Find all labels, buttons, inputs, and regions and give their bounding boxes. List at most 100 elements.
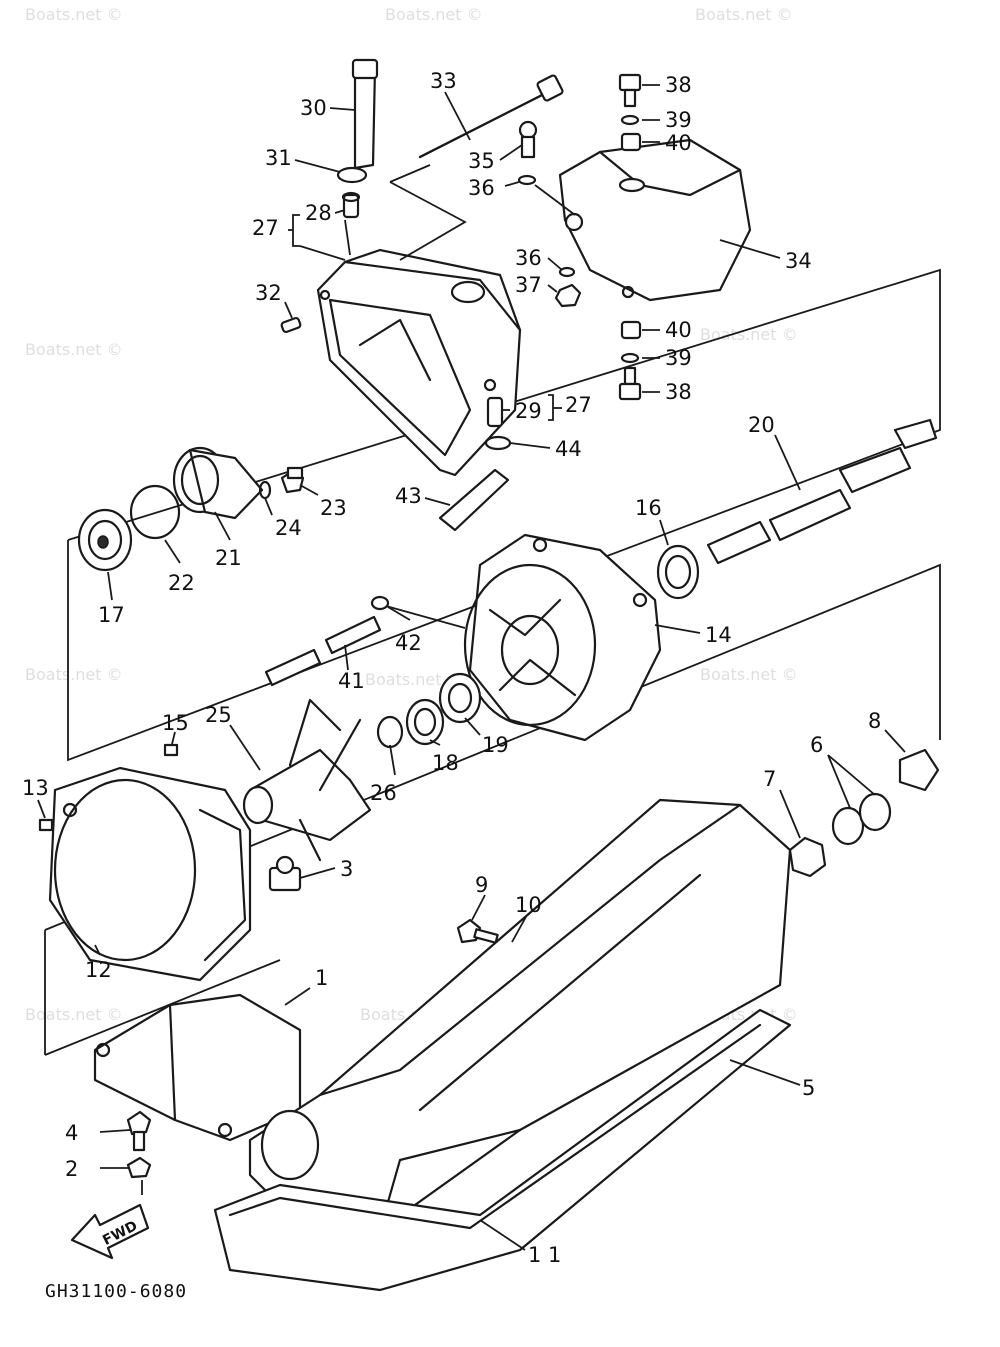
forward-arrow-icon: FWD [70, 1203, 150, 1260]
callout-37: 37 [515, 273, 542, 297]
watermark: Boats.net © [700, 665, 798, 684]
callout-30: 30 [300, 96, 327, 120]
watermark: Boats.net © [700, 325, 798, 344]
callout-3: 3 [340, 857, 353, 881]
callout-19: 19 [482, 733, 509, 757]
callout-40: 40 [665, 131, 692, 155]
watermark: Boats.net © [25, 340, 123, 359]
part-4-bolt [126, 1110, 152, 1152]
callout-23: 23 [320, 496, 347, 520]
part-39-washer-bottom [620, 352, 640, 364]
part-44-clamp [484, 435, 512, 451]
part-28-fitting [341, 191, 361, 219]
callout-labels: 30 31 28 27 33 32 35 36 36 37 38 39 40 3… [22, 69, 881, 1267]
callout-27: 27 [252, 216, 279, 240]
part-13-pin [38, 818, 54, 832]
callout-42: 42 [395, 631, 422, 655]
part-15-pin [163, 743, 179, 757]
part-20-shaft [706, 418, 938, 565]
callout-8: 8 [868, 709, 881, 733]
callout-18: 18 [432, 751, 459, 775]
part-7-coupler [788, 836, 827, 878]
drawing-code: GH31100-6080 [45, 1281, 187, 1302]
part-25-impeller [242, 698, 372, 862]
part-19-bearing [438, 672, 482, 724]
leader-lines [37, 84, 906, 1251]
part-34-cover [558, 138, 752, 302]
part-40-bushing-bottom [620, 320, 642, 340]
callout-40: 40 [665, 318, 692, 342]
part-42-clamp [370, 595, 390, 611]
callout-25: 25 [205, 703, 232, 727]
part-37-nut [554, 283, 582, 308]
part-23-bolt [280, 466, 305, 494]
part-29-fitting [486, 396, 504, 428]
part-27-nozzle-duct [316, 248, 522, 477]
watermark: Boats.net © [25, 665, 123, 684]
callout-35: 35 [468, 149, 495, 173]
part-11-pump-body [248, 798, 792, 1232]
part-33-long-bolt [418, 74, 564, 159]
callout-38: 38 [665, 73, 692, 97]
callout-26: 26 [370, 781, 397, 805]
part-12-housing [48, 766, 252, 982]
callout-36: 36 [515, 246, 542, 270]
callout-5: 5 [802, 1076, 815, 1100]
part-41-hose [324, 615, 382, 655]
callout-16: 16 [635, 496, 662, 520]
part-1-cover [93, 993, 302, 1142]
part-26-washer [376, 715, 404, 749]
part-8-cap [898, 748, 940, 792]
callout-32: 32 [255, 281, 282, 305]
part-32-pin [280, 316, 302, 334]
callout-10: 10 [515, 893, 542, 917]
callout-28: 28 [305, 201, 332, 225]
boundary-lower-edge [44, 959, 281, 1056]
callout-29: 29 [515, 399, 542, 423]
part-39-washer-top [620, 114, 640, 126]
callout-15: 15 [162, 711, 189, 735]
part-9-bolt [456, 918, 499, 944]
callout-27: 27 [565, 393, 592, 417]
part-18-bearing [405, 698, 445, 746]
callout-44: 44 [555, 437, 582, 461]
part-16-bearing [656, 544, 700, 600]
part-38-bolt-top [618, 73, 642, 108]
callout-39: 39 [665, 108, 692, 132]
callout-31: 31 [265, 146, 292, 170]
watermark: Boats.net © [25, 5, 123, 24]
part-14-impeller-housing [463, 533, 662, 742]
callout-2: 2 [65, 1157, 78, 1181]
part-22-oring [129, 484, 181, 540]
watermark: Boats.net © [25, 1005, 123, 1024]
callout-34: 34 [785, 249, 812, 273]
part-36-washer [517, 174, 537, 186]
part-40-bushing-top [620, 132, 642, 152]
callout-7: 7 [763, 767, 776, 791]
part-6-spacer [831, 792, 892, 846]
callout-12: 12 [85, 958, 112, 982]
part-2-nut [126, 1156, 152, 1179]
callout-17: 17 [98, 603, 125, 627]
part-38-bolt-bottom [618, 366, 642, 401]
callout-39: 39 [665, 346, 692, 370]
callout-20: 20 [748, 413, 775, 437]
upper-assembly-boundary [67, 268, 941, 762]
part-36-washer [558, 266, 576, 278]
callout-43: 43 [395, 484, 422, 508]
watermark: Boats.net © [695, 5, 793, 24]
callout-36: 36 [468, 176, 495, 200]
callout-41: 41 [338, 669, 365, 693]
part-41-hose [264, 648, 322, 687]
part-21-cap [172, 446, 264, 520]
part-35-grease-nipple [518, 120, 538, 159]
callout-24: 24 [275, 516, 302, 540]
callout-6: 6 [810, 733, 823, 757]
watermark: Boats.net © [365, 670, 463, 689]
watermark: Boats.net © [385, 5, 483, 24]
callout-21: 21 [215, 546, 242, 570]
callout-22: 22 [168, 571, 195, 595]
part-17-bearing [77, 508, 133, 572]
part-30-tube [351, 58, 379, 170]
